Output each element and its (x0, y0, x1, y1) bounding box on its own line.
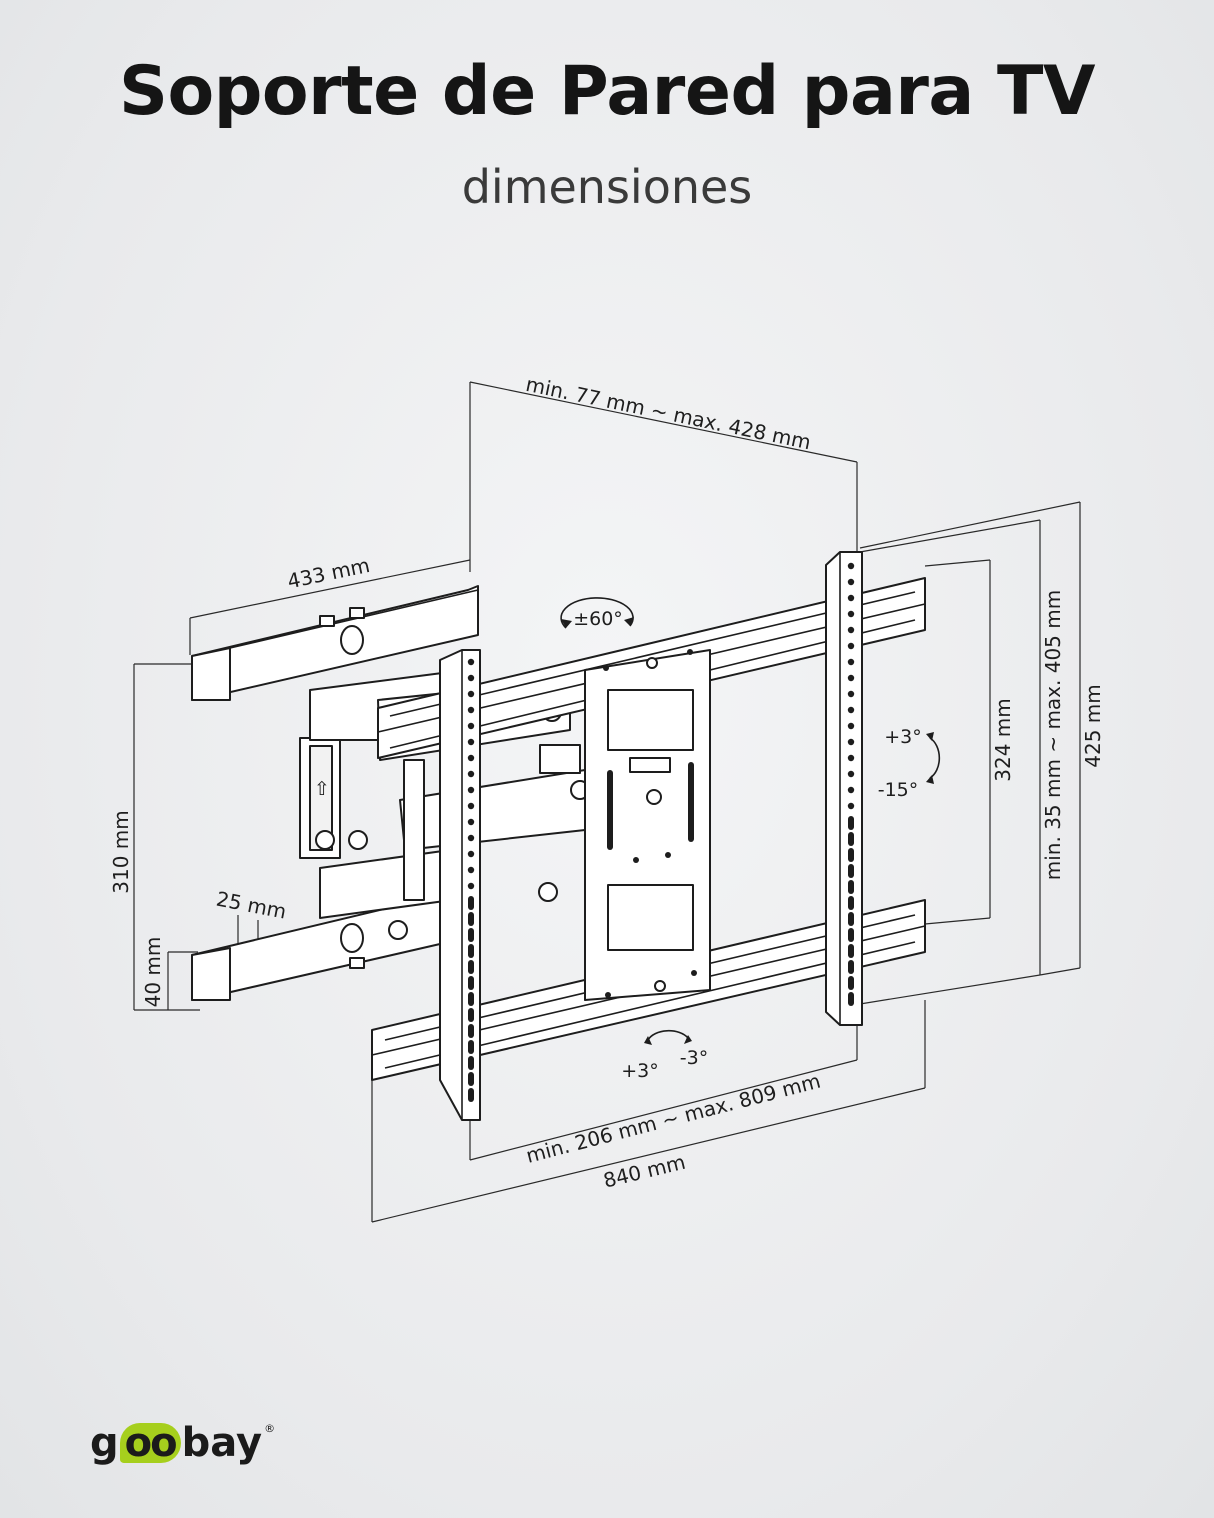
vesa-hole (467, 658, 475, 666)
swivel-arrow-icon (560, 597, 634, 629)
wall-plate-depth-label: 25 mm (214, 887, 288, 924)
vesa-hole (467, 786, 475, 794)
swivel-label: ±60° (573, 608, 623, 630)
vesa-height-label: 324 mm (991, 698, 1015, 782)
tilt-arrow-icon (926, 732, 941, 784)
page-title: Soporte de Pared para TV (119, 52, 1095, 131)
vesa-hole (468, 1008, 474, 1022)
vesa-hole (468, 1024, 474, 1038)
wall-plate-height-label: 310 mm (109, 810, 133, 894)
logo-oo-badge: oo (119, 1420, 181, 1466)
vesa-hole (848, 928, 854, 942)
left-vesa-bar-holes (467, 658, 475, 1102)
vesa-hole (847, 754, 855, 762)
vesa-hole (467, 850, 475, 858)
logo-text-start: g (90, 1420, 119, 1466)
registered-mark: ® (264, 1422, 276, 1435)
dimension-lines (133, 381, 1081, 1223)
vesa-hole (467, 802, 475, 810)
vesa-hole (847, 658, 855, 666)
arm-extension-label: min. 77 mm ~ max. 428 mm (524, 372, 813, 454)
rail-offset-label: 40 mm (141, 937, 165, 1008)
svg-text:⇧: ⇧ (314, 778, 330, 800)
vesa-hole (467, 882, 475, 890)
vesa-hole (467, 690, 475, 698)
page-subtitle: dimensiones (461, 160, 753, 214)
vesa-hole (467, 674, 475, 682)
vesa-hole (847, 770, 855, 778)
vesa-hole (468, 1072, 474, 1086)
vesa-hole (847, 738, 855, 746)
vesa-hole (848, 880, 854, 894)
vesa-hole (848, 912, 854, 926)
total-height-label: 425 mm (1081, 684, 1105, 768)
vesa-hole (467, 866, 475, 874)
vesa-hole (848, 848, 854, 862)
tilt-up-label: +3° (884, 726, 922, 748)
vesa-hole (847, 674, 855, 682)
wall-plate-width-label: 433 mm (285, 553, 372, 593)
vesa-hole (847, 642, 855, 650)
vesa-hole (468, 944, 474, 958)
vesa-hole (468, 1040, 474, 1054)
vesa-hole (848, 864, 854, 878)
vesa-hole (848, 832, 854, 846)
vesa-hole (468, 912, 474, 926)
vesa-hole (467, 722, 475, 730)
vesa-hole (848, 960, 854, 974)
vesa-hole (848, 816, 854, 830)
vesa-hole (467, 754, 475, 762)
vesa-hole (847, 706, 855, 714)
tv-mount-drawing: ⇧ (191, 551, 926, 1121)
vesa-hole (848, 976, 854, 990)
vesa-hole (468, 1088, 474, 1102)
logo-text-end: bay (181, 1420, 263, 1466)
level-plus-label: +3° (621, 1060, 659, 1082)
vesa-hole (847, 562, 855, 570)
height-range-label: min. 35 mm ~ max. 405 mm (1041, 590, 1065, 880)
level-arrow-icon (644, 1029, 692, 1045)
vesa-hole (467, 706, 475, 714)
right-vesa-bar-holes (847, 562, 855, 1006)
vesa-hole (467, 818, 475, 826)
vesa-hole (847, 594, 855, 602)
vesa-hole (847, 786, 855, 794)
vesa-hole (848, 944, 854, 958)
level-minus-label: -3° (680, 1047, 708, 1069)
vesa-hole (468, 1056, 474, 1070)
vesa-hole (467, 738, 475, 746)
vesa-hole (468, 976, 474, 990)
vesa-hole (848, 896, 854, 910)
vesa-hole (847, 722, 855, 730)
vesa-hole (468, 928, 474, 942)
vesa-hole (847, 626, 855, 634)
vesa-hole (467, 770, 475, 778)
tilt-down-label: -15° (878, 779, 919, 801)
vesa-hole (847, 802, 855, 810)
vesa-hole (848, 992, 854, 1006)
vesa-hole (468, 896, 474, 910)
vesa-hole (468, 960, 474, 974)
vesa-hole (467, 834, 475, 842)
vesa-hole (468, 992, 474, 1006)
vesa-hole (847, 690, 855, 698)
vesa-hole (847, 578, 855, 586)
vesa-hole (847, 610, 855, 618)
